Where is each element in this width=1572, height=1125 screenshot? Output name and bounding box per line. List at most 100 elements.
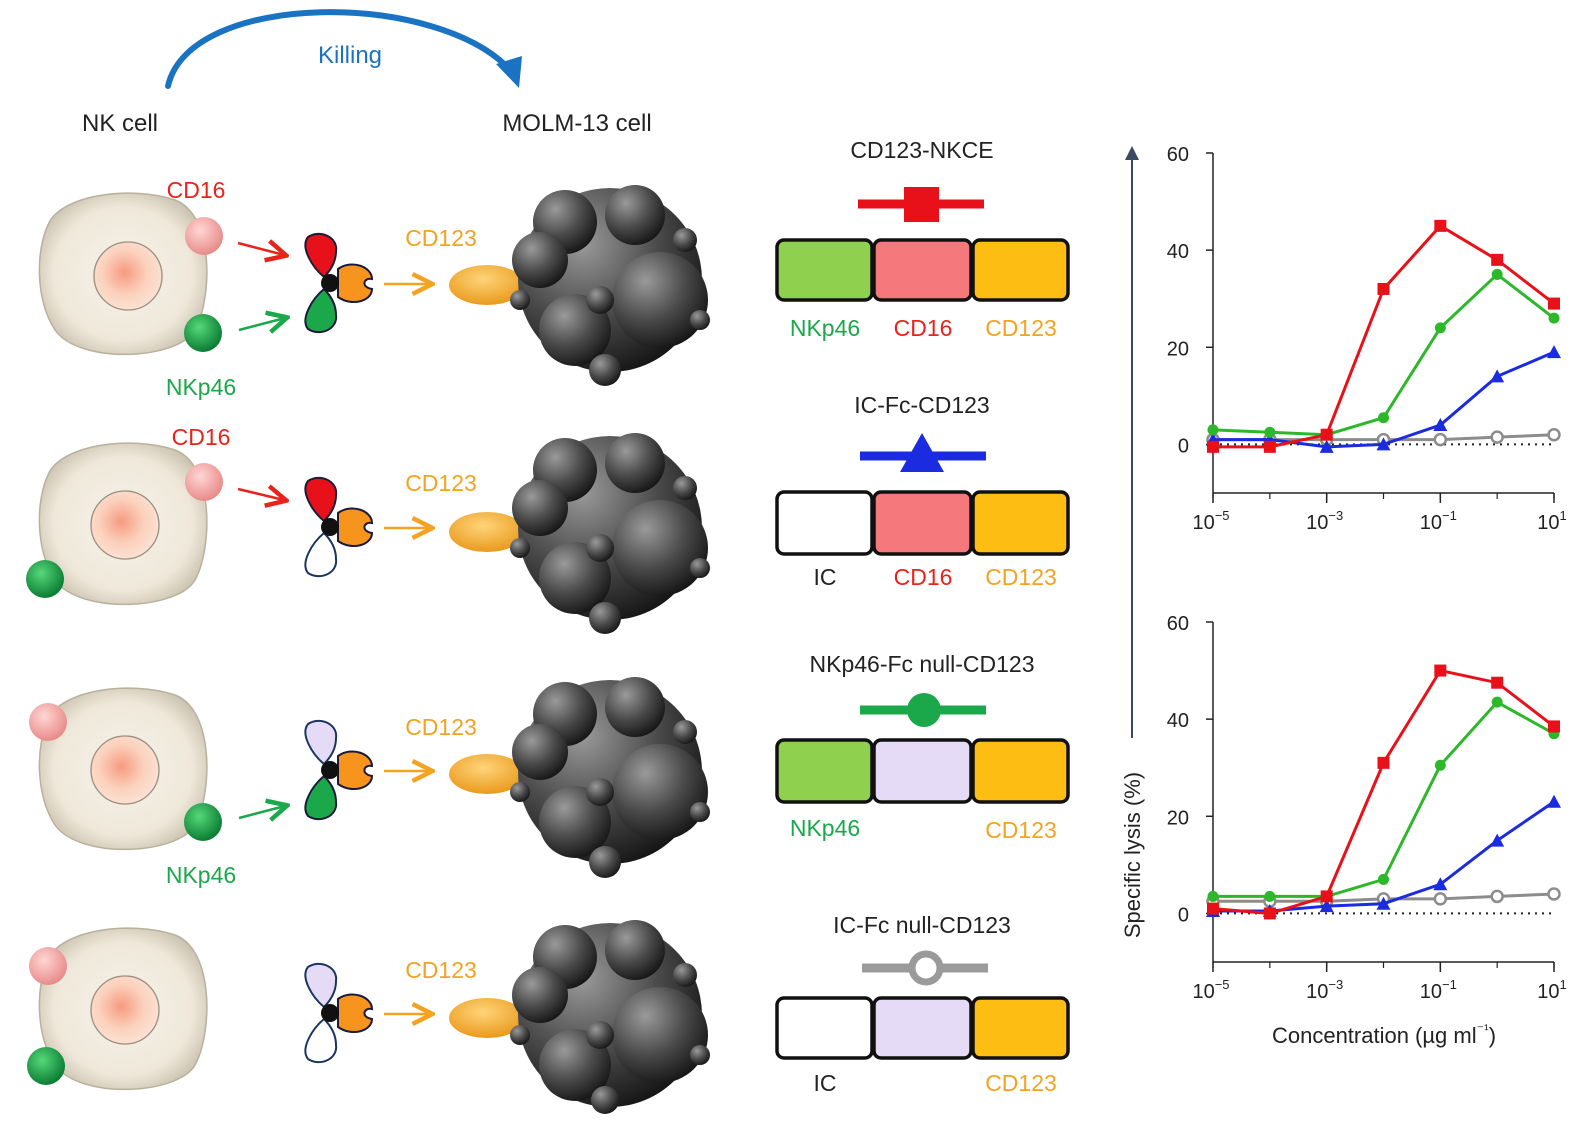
nkp46-label: NKp46 [166, 374, 236, 400]
x-tick-label: 10−5 [1192, 508, 1229, 534]
killing-arrow [165, 9, 515, 89]
nk-nucleus [90, 490, 160, 560]
data-point-open-circle [1547, 887, 1561, 901]
row-ic-fc-cd123: CD16 CD123 IC-Fc-CD123 [26, 392, 1070, 634]
nkp46-label: NKp46 [166, 862, 236, 888]
chart-area: Specific lysis (%) Concentration (µg ml⁻… [1120, 144, 1567, 1048]
x-tick-label: 101 [1537, 508, 1566, 534]
cd123-label: CD123 [405, 714, 477, 740]
y-tick-label: 20 [1167, 338, 1189, 360]
killing-header: Killing NK cell MOLM-13 cell [82, 9, 652, 137]
molm13-cell [510, 677, 710, 878]
engager-molecule [304, 719, 374, 821]
domain-box [872, 738, 973, 804]
cd123-label: CD123 [405, 957, 477, 983]
y-tick-label: 0 [1178, 435, 1189, 457]
y-tick-label: 60 [1167, 144, 1189, 166]
data-point-square [1207, 902, 1219, 915]
cd123-antigen [449, 998, 525, 1038]
data-point-triangle [1376, 896, 1391, 910]
domain-box [971, 738, 1070, 804]
cd16-receptor-unbound [29, 947, 67, 985]
nk-nucleus [93, 241, 163, 311]
construct-domains: IC CD123 [775, 996, 1070, 1096]
y-axis-label: Specific lysis (%) [1120, 772, 1145, 938]
nk-cell [38, 442, 208, 606]
nkp46-receptor-unbound [26, 560, 64, 598]
data-point-square [1434, 664, 1447, 677]
domain-box [872, 490, 973, 556]
data-point-square [1377, 756, 1390, 769]
data-point-triangle [1433, 877, 1448, 891]
domain-box [971, 996, 1070, 1060]
row-cd123-nkce: CD16 NKp46 CD123 CD123-NKCE [38, 137, 1070, 400]
data-point-circle [1264, 426, 1276, 438]
domain-label: IC [814, 564, 837, 590]
cd16-label: CD16 [172, 424, 231, 450]
data-point-triangle [1490, 369, 1505, 383]
y-tick-label: 20 [1167, 807, 1189, 829]
data-point-triangle [1547, 794, 1561, 808]
nk-cell [38, 927, 208, 1091]
data-point-circle [1491, 696, 1503, 708]
domain-label: CD123 [985, 1070, 1057, 1096]
data-point-open-circle [1433, 432, 1448, 447]
nk-cell-label: NK cell [82, 110, 158, 137]
data-point-open-circle [1490, 889, 1504, 904]
y-tick-label: 40 [1167, 241, 1189, 263]
x-tick-label: 10−3 [1306, 508, 1343, 534]
data-point-square [1207, 440, 1219, 453]
nkp46-binding-arrow [238, 806, 285, 818]
domain-label: CD16 [894, 315, 953, 341]
series-line-circle [1213, 700, 1555, 898]
data-point-square [1548, 720, 1560, 733]
domain-box [775, 996, 874, 1060]
x-tick-label: 10−1 [1420, 508, 1457, 534]
molm13-cell [510, 433, 710, 634]
data-point-triangle [1319, 899, 1334, 913]
construct-legend-symbol [858, 187, 984, 222]
data-point-square [1263, 440, 1276, 453]
data-point-circle [1207, 890, 1219, 902]
nk-cell [38, 687, 208, 851]
domain-label: CD123 [985, 564, 1057, 590]
cd16-receptor-unbound [29, 703, 67, 741]
nkp46-binding-arrow [238, 318, 285, 330]
construct-legend-symbol [862, 950, 988, 986]
data-point-square [1377, 283, 1390, 295]
nk-nucleus [90, 735, 160, 805]
killing-arrowhead-icon [496, 56, 522, 88]
data-point-square [1548, 297, 1560, 310]
construct-name: NKp46-Fc null-CD123 [810, 651, 1035, 677]
construct-name: CD123-NKCE [850, 137, 993, 163]
engager-molecule [304, 962, 374, 1064]
domain-label: CD16 [894, 564, 953, 590]
nkp46-receptor [184, 803, 222, 841]
x-tick-label: 101 [1537, 977, 1566, 1003]
cd16-label: CD16 [167, 177, 226, 203]
domain-box [971, 490, 1070, 556]
engager-molecule [304, 232, 374, 334]
molm13-cell-label: MOLM-13 cell [502, 110, 651, 137]
construct-name: IC-Fc-CD123 [854, 392, 989, 418]
data-point-circle [1264, 890, 1276, 902]
domain-label: IC [814, 1070, 837, 1096]
cd16-receptor [185, 463, 223, 501]
nk-cell [38, 192, 208, 356]
data-point-open-circle [1433, 892, 1448, 906]
nkp46-receptor-unbound [27, 1047, 65, 1085]
cd123-label: CD123 [405, 225, 477, 251]
data-point-circle [1378, 412, 1389, 424]
cd123-antigen [449, 265, 525, 305]
data-point-triangle [1319, 439, 1334, 453]
data-point-square [1434, 219, 1447, 232]
open-circle-marker-icon [908, 950, 944, 986]
cd16-receptor [185, 217, 223, 255]
molm13-cell [510, 920, 710, 1114]
data-point-open-circle [1490, 430, 1504, 444]
data-point-circle [1207, 424, 1219, 436]
data-point-circle [1378, 873, 1389, 885]
circle-marker-icon [907, 693, 941, 727]
